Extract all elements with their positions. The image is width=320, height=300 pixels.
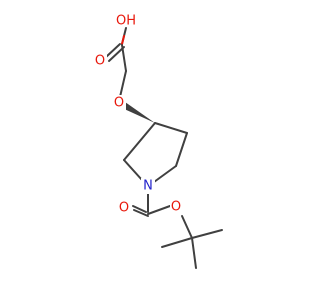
bond-ctbu-me3 — [191, 229, 223, 239]
bond-n-c2 — [123, 159, 143, 181]
bond-c-ch2 — [121, 44, 127, 72]
atom-ether-o: O — [114, 96, 124, 111]
bond-c5-n — [153, 165, 177, 183]
molecule-structure: OH O O N O O — [94, 14, 223, 269]
bond-c-oh-red — [121, 35, 125, 45]
stereo-wedge — [122, 102, 155, 123]
bond-ctbu-me2 — [161, 237, 193, 248]
bonds — [105, 27, 223, 269]
bond-c-o-double-2 — [108, 46, 125, 62]
bond-c3-c4 — [154, 122, 188, 134]
atom-ring-n: N — [143, 179, 153, 194]
bond-cboc-o-double-1 — [132, 205, 147, 213]
atom-boc-ester-o: O — [171, 200, 181, 215]
atom-labels: OH O O N O O — [94, 14, 183, 216]
atom-acid-carbonyl-o: O — [95, 54, 105, 69]
bond-c4-c5 — [175, 132, 188, 167]
bond-c2-c3 — [123, 122, 156, 161]
bond-ctbu-me1 — [191, 237, 197, 269]
atom-boc-carbonyl-o: O — [119, 201, 129, 216]
bond-o-ctbu — [181, 215, 193, 239]
bond-cboc-o-ester — [147, 205, 171, 215]
atom-hydroxyl-o: OH — [116, 14, 136, 29]
bond-ch2-o — [119, 70, 127, 98]
bond-c-o-double-1 — [105, 43, 121, 58]
bond-cboc-o-double-2 — [133, 209, 149, 217]
